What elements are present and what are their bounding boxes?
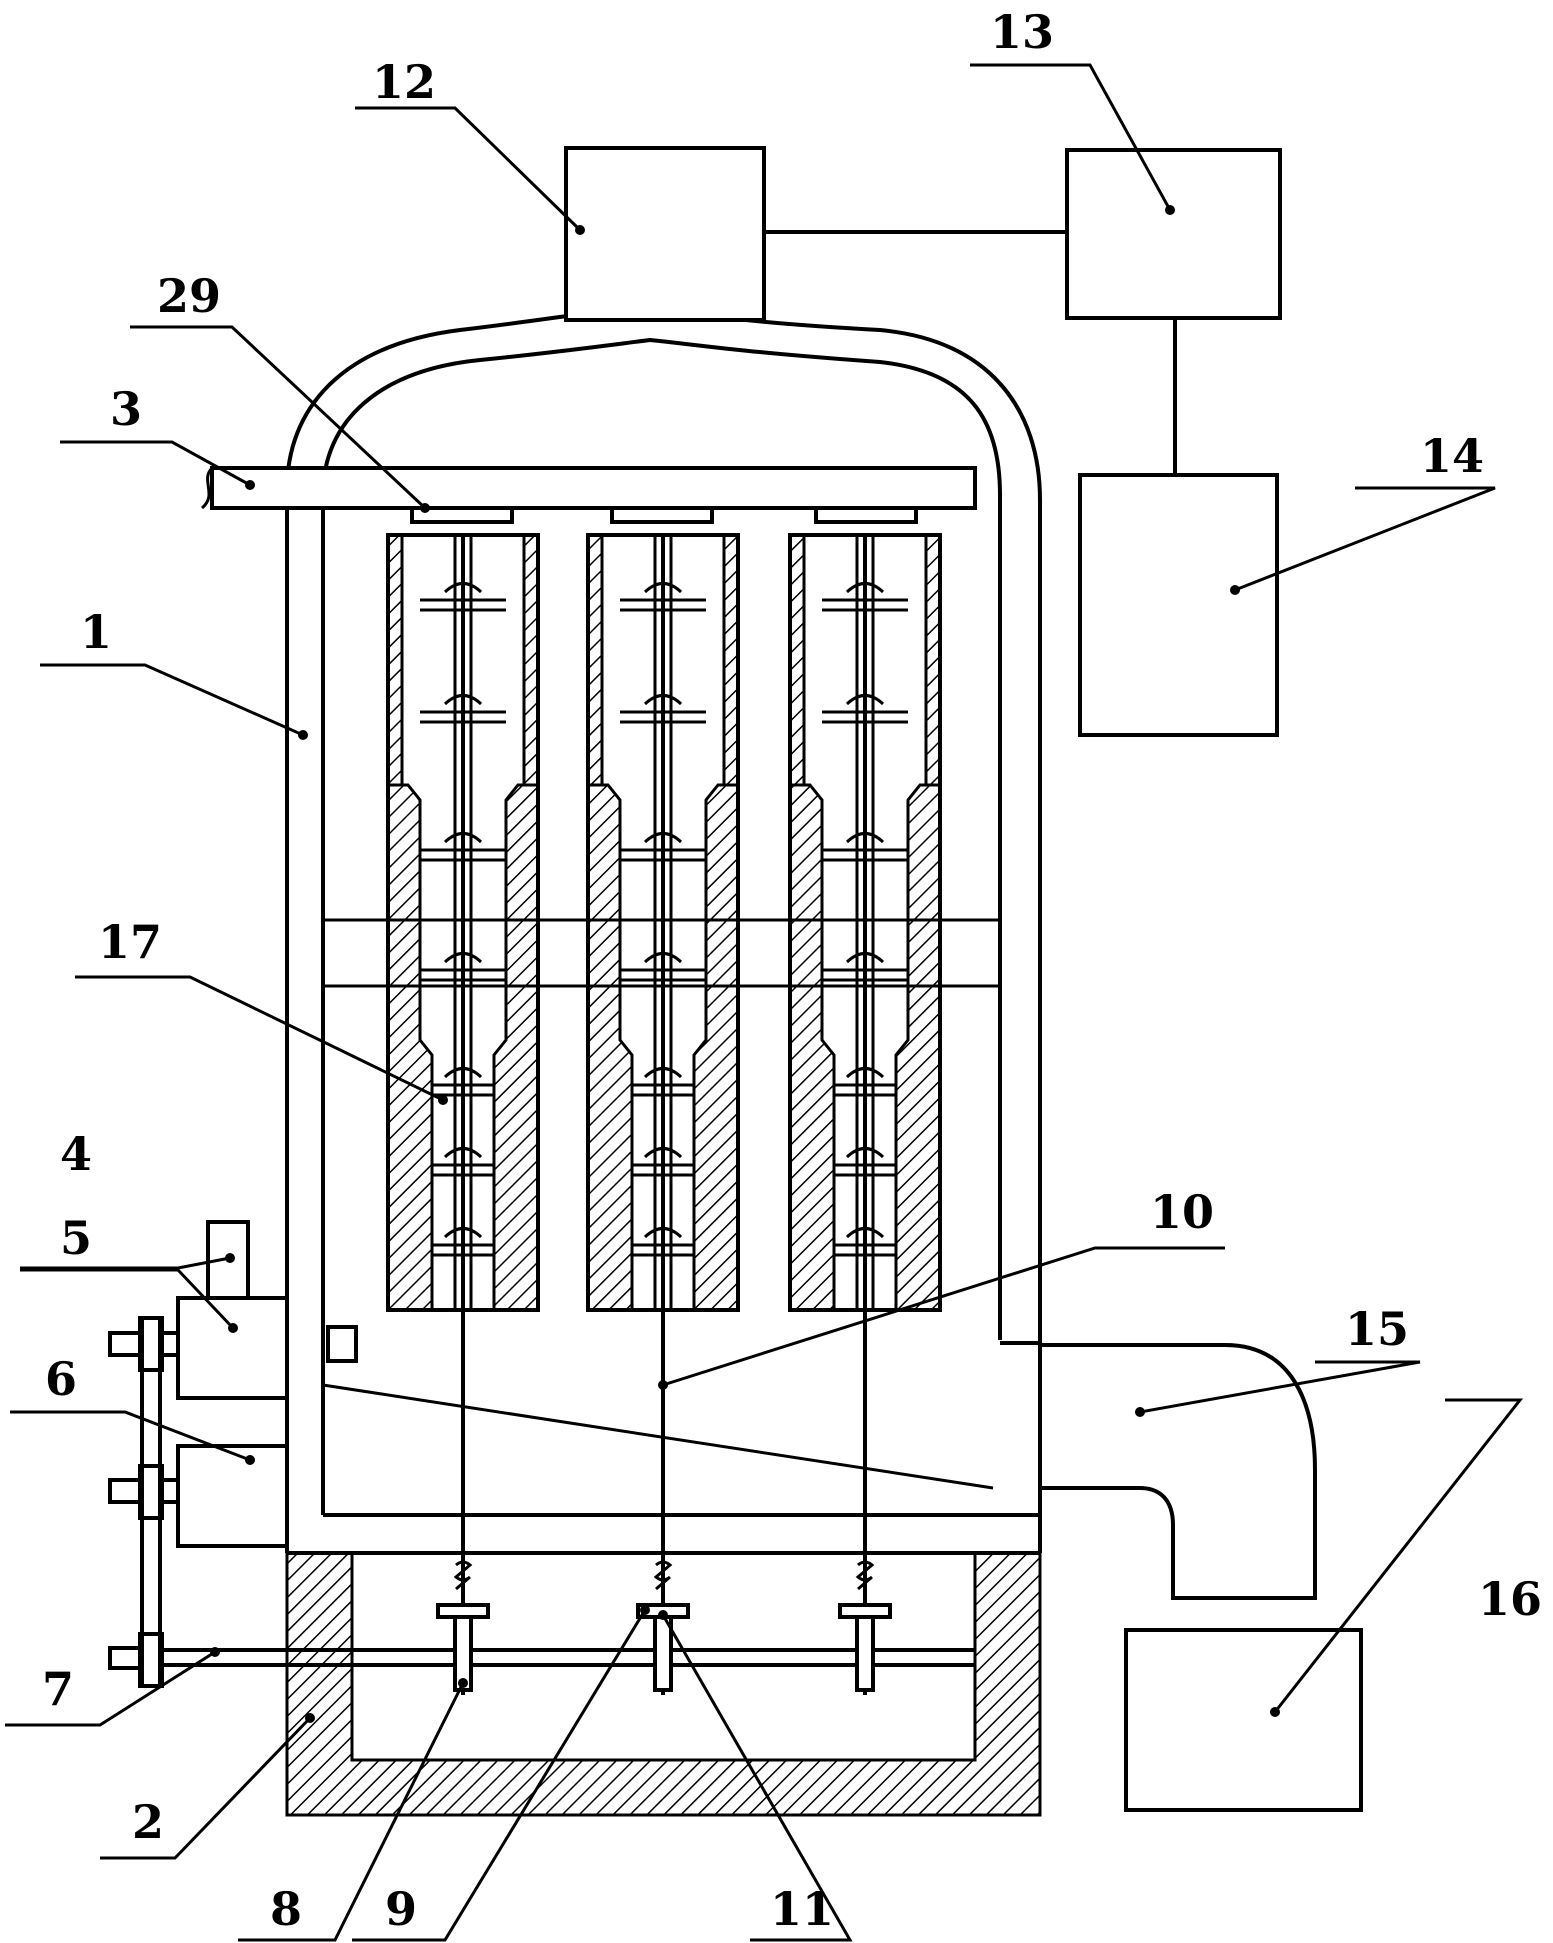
external-units (564, 146, 1363, 1812)
leader-lines (5, 63, 1524, 1942)
base-tank (285, 1551, 1042, 1817)
hanger-brackets (410, 506, 918, 524)
label-17: 17 (98, 915, 162, 969)
label-5: 5 (60, 1211, 92, 1265)
label-11: 11 (770, 1882, 834, 1936)
label-6: 6 (45, 1352, 77, 1406)
rod-assembly-2 (636, 1560, 690, 1692)
inclined-plate (322, 1383, 994, 1490)
label-13: 13 (990, 5, 1054, 59)
rod-assembly-1 (436, 1560, 490, 1692)
outlet-duct (1040, 1343, 1317, 1600)
label-10: 10 (1150, 1185, 1214, 1239)
label-4: 4 (60, 1127, 92, 1181)
label-29: 29 (157, 269, 221, 323)
label-16: 16 (1478, 1572, 1542, 1626)
rod-assembly-3 (838, 1560, 892, 1692)
part-labels: 12 13 14 29 3 1 17 10 15 4 5 6 16 7 2 8 … (42, 5, 1542, 1936)
electrode-column-1 (386, 533, 540, 1695)
label-9: 9 (385, 1882, 417, 1936)
label-14: 14 (1420, 429, 1484, 483)
top-plate (200, 466, 977, 510)
label-12: 12 (372, 55, 436, 109)
label-8: 8 (270, 1882, 302, 1936)
callout-dots (210, 205, 1280, 1723)
label-1: 1 (80, 605, 112, 659)
label-3: 3 (110, 382, 142, 436)
drive-shaft (110, 1648, 975, 1667)
electrode-column-3 (788, 533, 942, 1695)
electrode-column-2 (586, 533, 740, 1695)
motor-assembly (108, 1220, 358, 1688)
label-2: 2 (132, 1795, 164, 1849)
label-7: 7 (42, 1662, 74, 1716)
label-15: 15 (1345, 1302, 1409, 1356)
